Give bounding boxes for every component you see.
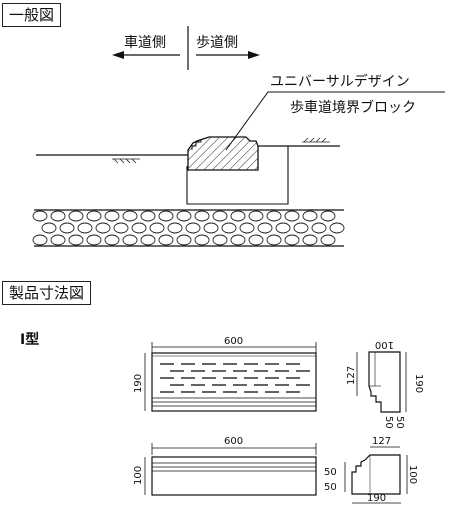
section-step-a-label: 50 [324, 467, 337, 478]
gravel-stone [284, 210, 300, 222]
gravel-stone [167, 222, 183, 234]
gravel-stone [149, 222, 165, 234]
section-top-label: 127 [372, 436, 391, 447]
leader-line [225, 91, 445, 151]
front-height-label: 190 [133, 374, 144, 393]
side-bottom-b-label: 50 [394, 416, 405, 429]
gravel-stone [248, 210, 264, 222]
gravel-stone [320, 210, 336, 222]
gravel-stone [158, 234, 174, 246]
gravel-stone [41, 222, 57, 234]
side-top-label: 100 [375, 339, 394, 350]
front-elevation [144, 342, 317, 412]
gravel-stone [32, 210, 48, 222]
gravel-stone [302, 234, 318, 246]
gravel-stone [113, 222, 129, 234]
ground-mark-right [302, 137, 330, 143]
gravel-stone [212, 210, 228, 222]
gravel-stone [194, 210, 210, 222]
side-bottom-a-label: 50 [383, 416, 394, 429]
front-block-outline [151, 352, 317, 412]
gravel-stone [230, 210, 246, 222]
gravel-stone [68, 210, 84, 222]
gravel-stone [203, 222, 219, 234]
tactile-slots [160, 363, 310, 393]
gravel-stone [131, 222, 147, 234]
section-profile [351, 454, 401, 495]
ground-mark-left [112, 158, 140, 164]
gravel-stone [95, 222, 111, 234]
gravel-stone [320, 234, 336, 246]
gravel-stone [212, 234, 228, 246]
gravel-stone [266, 210, 282, 222]
gravel-stone [311, 222, 327, 234]
gravel-stone [104, 234, 120, 246]
type-label: I型 [20, 331, 39, 348]
curb-steps [191, 139, 202, 150]
gravel-stone [140, 234, 156, 246]
gravel-stone [122, 210, 138, 222]
gravel-stone [221, 222, 237, 234]
gravel-stone [68, 234, 84, 246]
sidewalk-arrow [196, 51, 260, 59]
top-height-label: 100 [133, 466, 144, 485]
gravel-stone [275, 222, 291, 234]
gravel-stone [329, 222, 345, 234]
gravel-stone [293, 222, 309, 234]
gravel-stone [230, 234, 246, 246]
gravel-stone [86, 234, 102, 246]
sidewalk-side-label: 歩道側 [196, 35, 238, 51]
gravel-stone [185, 222, 201, 234]
cross-section [344, 446, 408, 504]
gravel-stone [59, 222, 75, 234]
gravel-stone [104, 210, 120, 222]
side-profile [368, 351, 401, 413]
side-left-label: 127 [346, 366, 357, 385]
top-width-label: 600 [224, 436, 243, 447]
section-base-label: 190 [367, 493, 386, 504]
roadway-side-label: 車道側 [124, 34, 166, 51]
gravel-stone [50, 234, 66, 246]
gravel-stone [239, 222, 255, 234]
side-right-label: 190 [413, 374, 424, 393]
gravel-stone [158, 210, 174, 222]
gravel-stone [140, 210, 156, 222]
product-name-line1: ユニバーサルデザイン [270, 73, 410, 90]
section-title-general: 一般図 [2, 3, 62, 27]
gravel-stone [176, 210, 192, 222]
front-width-label: 600 [224, 336, 243, 347]
general-view [32, 26, 445, 247]
gravel-stone [176, 234, 192, 246]
gravel-stone [86, 210, 102, 222]
gravel-stone [302, 210, 318, 222]
gravel-stone [266, 234, 282, 246]
top-view [144, 443, 317, 496]
section-title-dimensions: 製品寸法図 [2, 281, 92, 305]
gravel-stone [248, 234, 264, 246]
section-step-b-label: 50 [324, 482, 337, 493]
product-name-line2: 歩車道境界ブロック [290, 99, 416, 116]
gravel-stone [284, 234, 300, 246]
gravel-stones [32, 210, 345, 246]
gravel-stone [194, 234, 210, 246]
gravel-stone [257, 222, 273, 234]
side-view [356, 351, 407, 413]
gravel-stone [50, 210, 66, 222]
curb-foundation [186, 146, 289, 205]
gravel-stone [77, 222, 93, 234]
gravel-stone [122, 234, 138, 246]
roadway-arrow [112, 51, 180, 59]
gravel-stone [32, 234, 48, 246]
section-right-label: 100 [407, 465, 418, 484]
